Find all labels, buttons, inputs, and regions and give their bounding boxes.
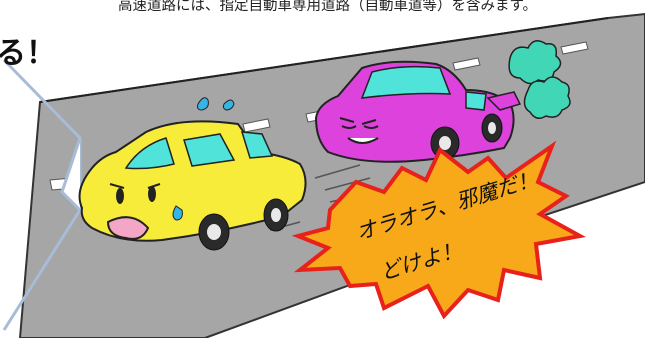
yellow-car	[78, 120, 307, 251]
exhaust-cloud	[508, 40, 571, 119]
sweat-drops	[197, 97, 235, 111]
panel-frame-inner	[60, 137, 82, 212]
caption-note: 高速道路には、指定自動車専用道路（自動車道等）を含みます。	[118, 0, 538, 14]
headline-text: る！	[0, 36, 56, 71]
starburst	[291, 140, 586, 320]
